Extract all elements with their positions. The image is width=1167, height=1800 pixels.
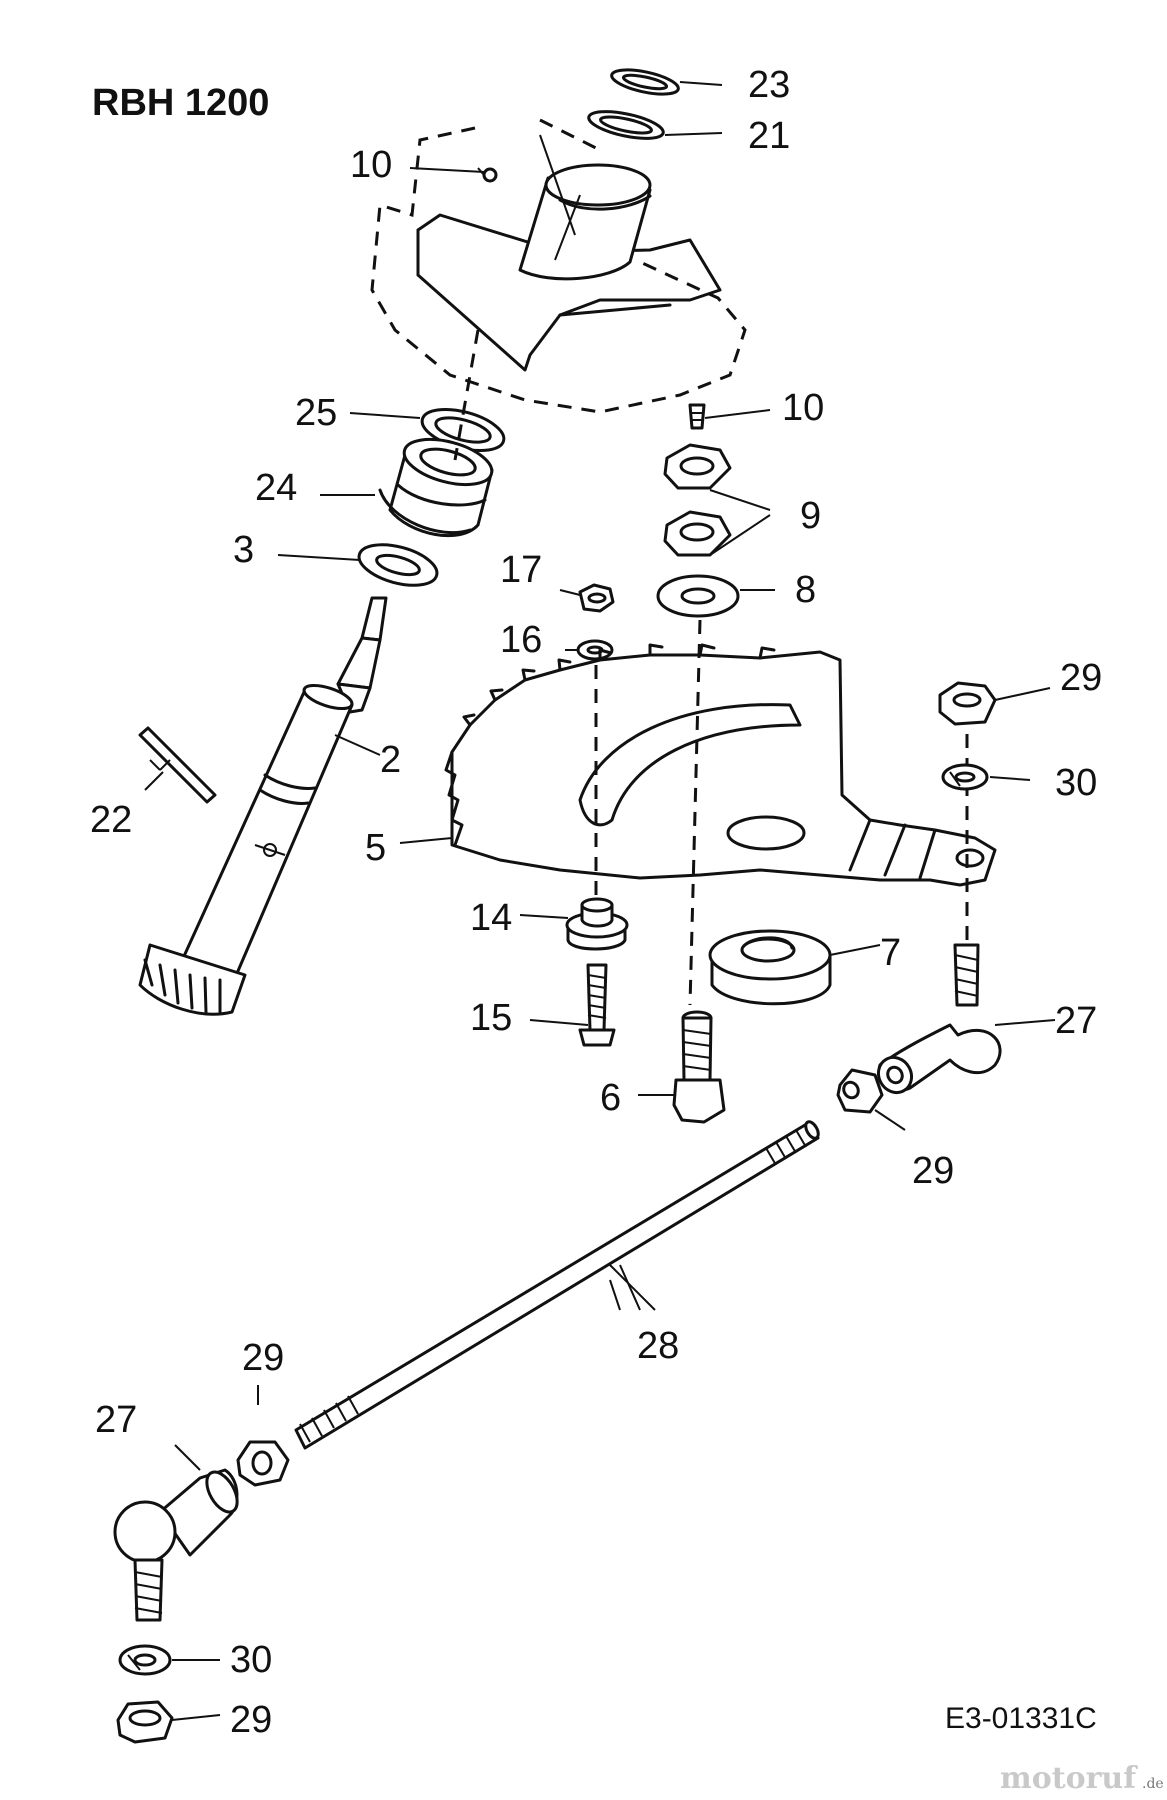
washer-21: [587, 110, 665, 140]
logo-suffix: .de: [1142, 1776, 1164, 1792]
drawing-reference: E3-01331C: [945, 1702, 1097, 1735]
callout-10-top: 10: [350, 144, 392, 186]
shoulder-bolt-6: [672, 1010, 726, 1124]
grease-fitting-top: [477, 167, 498, 183]
nut-9-lower: [663, 510, 732, 557]
callout-23: 23: [748, 64, 790, 106]
motoruf-logo: motoruf .de: [1000, 1761, 1164, 1796]
callout-29-bottom: 29: [230, 1699, 272, 1741]
callout-6: 6: [600, 1077, 621, 1119]
callout-30-top: 30: [1055, 762, 1097, 804]
lock-washer-30-lower: [118, 1644, 172, 1676]
callout-3: 3: [233, 529, 254, 571]
bearing-24: [378, 437, 494, 538]
diagram-title: RBH 1200: [92, 82, 269, 124]
sector-gear-plate-5: [444, 643, 997, 887]
callout-14: 14: [470, 897, 512, 939]
nut-9-upper: [663, 443, 732, 490]
callout-5: 5: [365, 827, 386, 869]
bushing-7: [708, 929, 832, 1006]
callout-2: 2: [380, 739, 401, 781]
ball-joint-27-right: [876, 943, 1002, 1095]
callout-16: 16: [500, 619, 542, 661]
logo-wordmark: motoruf: [1000, 1761, 1138, 1796]
nut-29-upper: [938, 681, 997, 726]
nut-29-rod-right: [836, 1068, 884, 1114]
callout-25: 25: [295, 392, 337, 434]
callout-27-right: 27: [1055, 1000, 1097, 1042]
tie-rod-28: [294, 1120, 820, 1450]
callout-29-top: 29: [1060, 657, 1102, 699]
nut-29-lower: [116, 1700, 174, 1744]
steering-console-housing: [370, 118, 747, 414]
bolt-15: [578, 963, 616, 1047]
washer-16: [576, 639, 614, 661]
spacer-14: [565, 897, 629, 951]
callout-7: 7: [880, 932, 901, 974]
leader-lines: [144, 81, 1056, 1721]
washer-23: [610, 68, 680, 96]
callout-17: 17: [500, 549, 542, 591]
callout-8: 8: [795, 569, 816, 611]
callouts: 23 21 10 25 10 24 9 3 17 8 16 29 2 30 22…: [90, 64, 1102, 1741]
washer-8: [656, 574, 740, 618]
steering-shaft-2: [138, 596, 388, 1016]
assembly-axis-center: [688, 619, 702, 1006]
pin-22: [138, 726, 217, 804]
callout-30-bottom: 30: [230, 1639, 272, 1681]
callout-10: 10: [782, 387, 824, 429]
callout-27-left: 27: [95, 1399, 137, 1441]
callout-22: 22: [90, 799, 132, 841]
lock-washer-30-upper: [941, 763, 989, 791]
callout-24: 24: [255, 467, 297, 509]
callout-9: 9: [800, 495, 821, 537]
callout-29-left: 29: [242, 1337, 284, 1379]
callout-29-mid: 29: [912, 1150, 954, 1192]
nut-29-rod-left: [236, 1440, 290, 1487]
nut-17: [578, 583, 615, 613]
washer-3: [357, 543, 439, 587]
grease-fitting-10: [688, 403, 706, 430]
callout-21: 21: [748, 115, 790, 157]
callout-15: 15: [470, 997, 512, 1039]
callout-28: 28: [637, 1325, 679, 1367]
ball-joint-27-left: [113, 1468, 239, 1622]
